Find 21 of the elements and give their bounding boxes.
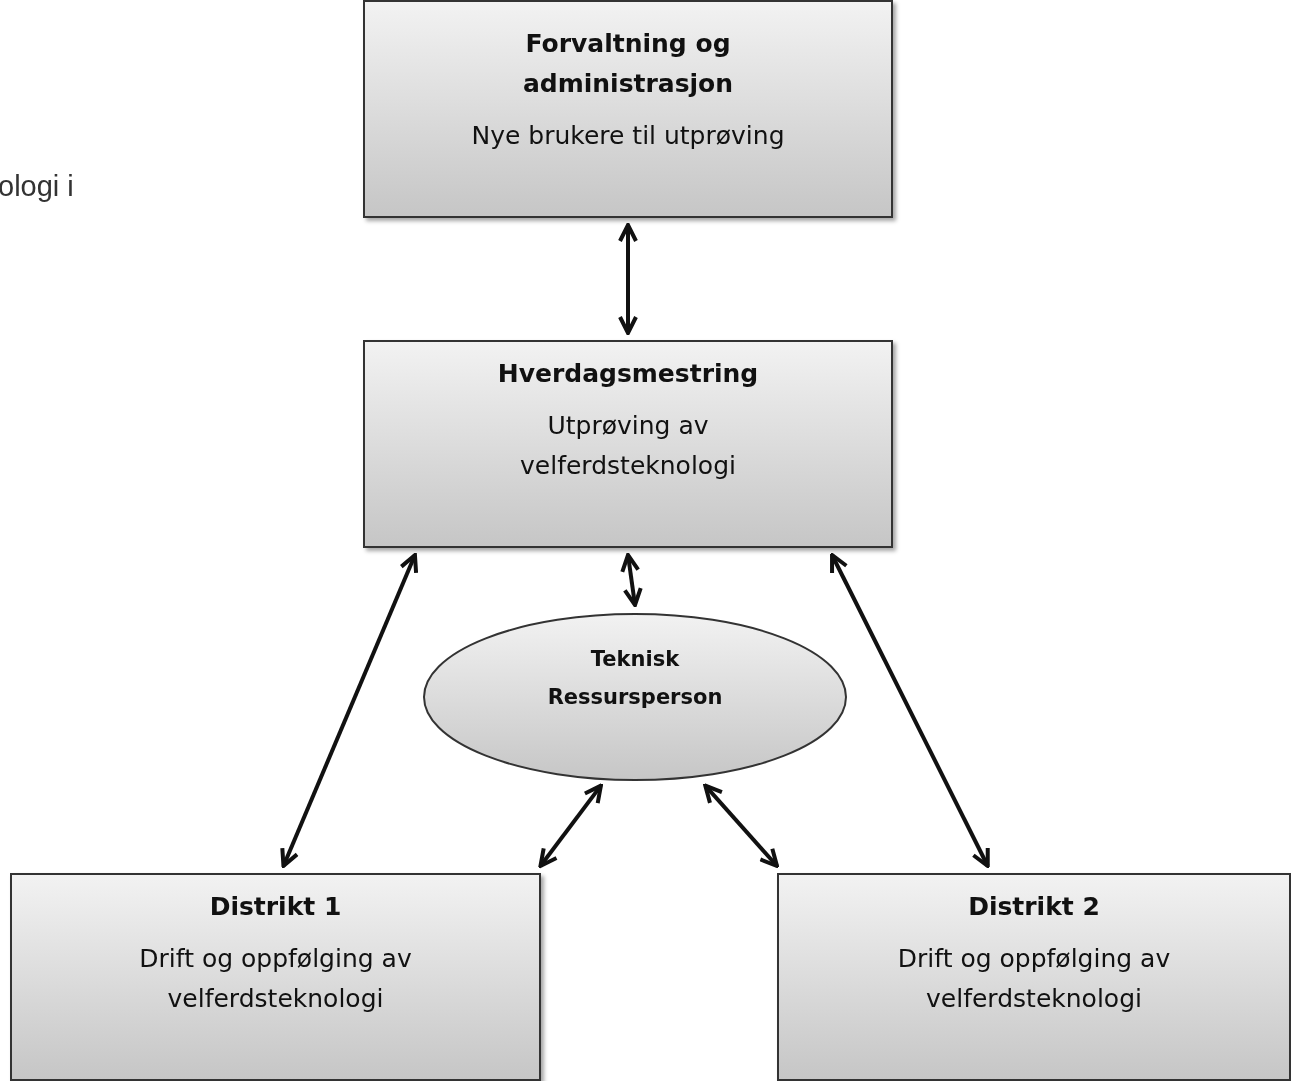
node-heading: Distrikt 2 [967, 891, 1101, 923]
process-box [777, 873, 1291, 1081]
cut-off-text: ologi i [0, 170, 74, 203]
node-heading: Hverdagsmestring [496, 358, 760, 390]
node-text: Drift og oppfølging av velferdsteknologi [138, 943, 413, 1015]
ellipse-node [422, 612, 848, 782]
node-heading: Teknisk Ressursperson [546, 646, 724, 711]
node-text: Nye brukere til utprøving [470, 120, 786, 152]
process-box [10, 873, 541, 1081]
node-heading: Forvaltning og administrasjon [521, 28, 735, 100]
double-arrow [280, 553, 419, 868]
process-box [363, 0, 893, 218]
double-arrow [703, 783, 779, 868]
double-arrow [538, 783, 603, 868]
double-arrow [620, 553, 643, 607]
double-arrow [618, 223, 638, 335]
double-arrow [830, 553, 990, 868]
process-box [363, 340, 893, 548]
node-text: Utprøving av velferdsteknologi [519, 410, 737, 482]
node-text: Drift og oppfølging av velferdsteknologi [896, 943, 1172, 1015]
node-heading: Distrikt 1 [208, 891, 343, 923]
